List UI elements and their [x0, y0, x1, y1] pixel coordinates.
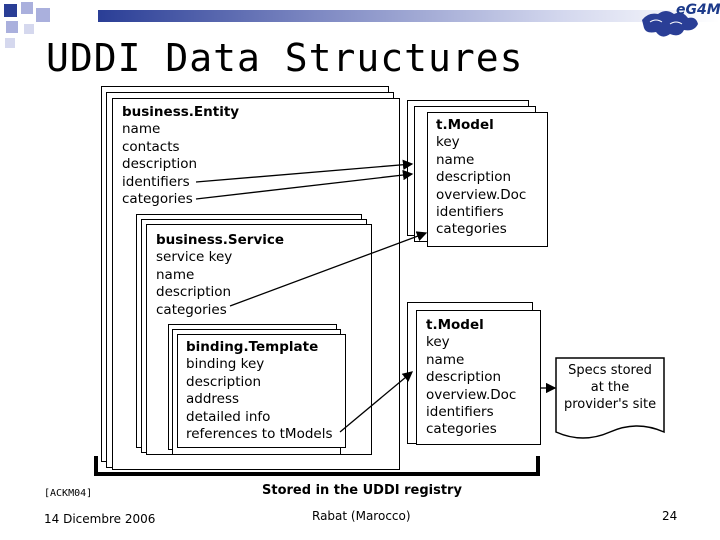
tmodel-top-header: t.Model	[436, 117, 494, 133]
business-entity-field: contacts	[122, 138, 180, 155]
business-service-header: business.Service	[156, 232, 285, 248]
slide-title: UDDI Data Structures	[46, 36, 524, 80]
business-service-text: business.Service service key name descri…	[156, 232, 284, 319]
business-entity-header: business.Entity	[122, 104, 240, 120]
business-service-field: categories	[156, 301, 227, 318]
business-entity-field: description	[122, 156, 198, 173]
binding-template-field: description	[186, 373, 262, 390]
binding-template-field: references to tModels	[186, 426, 333, 443]
footer-location: Rabat (Marocco)	[312, 509, 411, 523]
tmodel-bottom-box	[416, 310, 541, 445]
logo-text: eG4M	[676, 2, 720, 18]
binding-template-header: binding.Template	[186, 339, 319, 355]
arrow-tmodel-reference	[339, 371, 413, 433]
specs-note: Specs stored at the provider's site	[563, 363, 657, 412]
tmodel-top-field: description	[436, 169, 512, 186]
binding-template-box	[177, 334, 346, 448]
tmodel-bottom-field: key	[426, 334, 450, 351]
tmodel-top-field: categories	[436, 221, 507, 238]
tmodel-bottom-field: name	[426, 351, 465, 368]
arrow-categories	[195, 169, 414, 200]
business-entity-field: categories	[122, 191, 193, 208]
tmodel-bottom-field: description	[426, 369, 502, 386]
tmodel-top-field: overview.Doc	[436, 186, 527, 203]
binding-template-text: binding.Template binding key description…	[186, 339, 333, 443]
business-entity-field: identifiers	[122, 173, 190, 190]
decor-square	[21, 2, 33, 14]
business-service-field: description	[156, 284, 232, 301]
header-gradient-bar	[98, 10, 720, 22]
arrow-service-categories	[229, 231, 428, 307]
tmodel-bottom-header: t.Model	[426, 317, 484, 333]
business-service-field: name	[156, 266, 195, 283]
tmodel-top-field: key	[436, 134, 460, 151]
page-number: 24	[662, 509, 678, 523]
business-entity-text: business.Entity name contacts descriptio…	[122, 104, 239, 208]
business-service-field: service key	[156, 249, 233, 266]
tmodel-top-text: t.Model key name description overview.Do…	[436, 117, 526, 239]
tmodel-top-field: identifiers	[436, 204, 504, 221]
eg4m-logo: eG4M	[642, 2, 720, 37]
binding-template-field: address	[186, 391, 240, 408]
decor-square	[4, 4, 17, 17]
registry-bracket	[94, 456, 540, 476]
citation: [ACKM04]	[44, 488, 93, 499]
arrow-identifiers	[195, 159, 414, 183]
footer-date: 14 Dicembre 2006	[44, 512, 156, 526]
business-entity-field: name	[122, 121, 161, 138]
tmodel-bottom-field: overview.Doc	[426, 386, 517, 403]
tmodel-top-field: name	[436, 151, 475, 168]
registry-caption: Stored in the UDDI registry	[262, 483, 462, 498]
tmodel-bottom-field: identifiers	[426, 404, 494, 421]
decor-square	[6, 21, 18, 33]
tmodel-bottom-field: categories	[426, 421, 497, 438]
decor-square	[36, 8, 50, 22]
tmodel-bottom-text: t.Model key name description overview.Do…	[426, 317, 516, 439]
tmodel-top-box	[427, 112, 548, 247]
decor-square	[24, 24, 34, 34]
decor-square	[5, 38, 15, 48]
binding-template-field: detailed info	[186, 408, 271, 425]
binding-template-field: binding key	[186, 356, 265, 373]
